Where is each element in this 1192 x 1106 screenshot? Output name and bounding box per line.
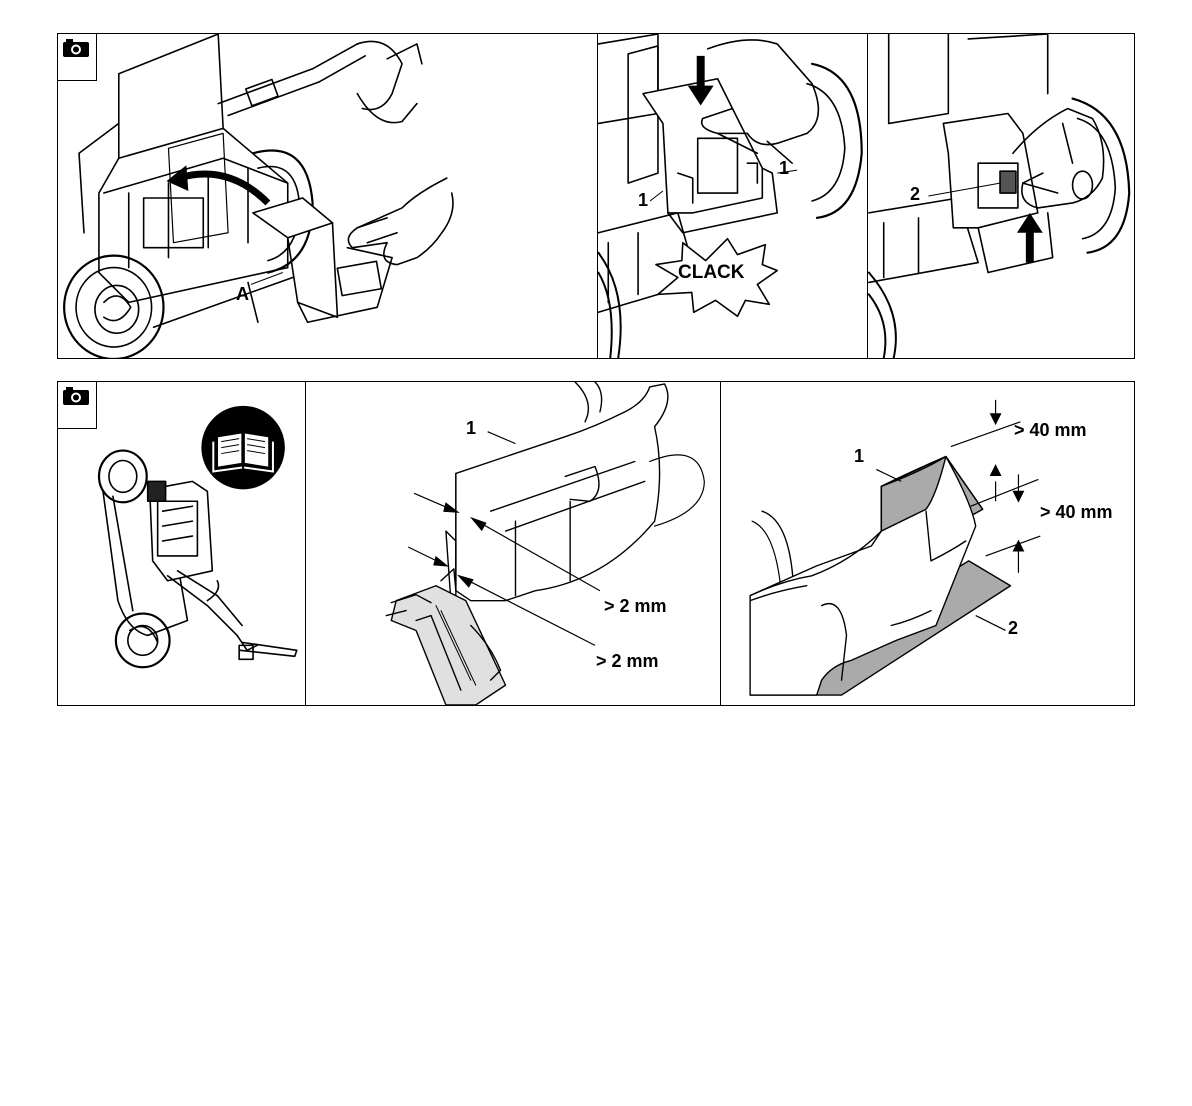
panel-measure-blade-edge: 1 > 2 mm > 2 mm bbox=[306, 382, 721, 705]
mower-rear-illustration bbox=[58, 34, 597, 358]
instruction-row-top: A bbox=[57, 33, 1135, 359]
camera-icon bbox=[63, 387, 89, 405]
dimension-bottom: > 40 mm bbox=[1040, 502, 1113, 523]
dimension-bottom: > 2 mm bbox=[596, 651, 659, 672]
instruction-row-bottom: 1 > 2 mm > 2 mm bbox=[57, 381, 1135, 706]
callout-1-right: 1 bbox=[779, 158, 789, 179]
panel-measure-blade-width: 1 2 > 40 mm > 40 mm bbox=[721, 382, 1136, 705]
tilted-mower-illustration bbox=[58, 382, 305, 705]
panel-lift-flap: 2 bbox=[868, 34, 1136, 358]
callout-a: A bbox=[236, 284, 249, 305]
dimension-top: > 2 mm bbox=[604, 596, 667, 617]
panel-tilt-mower bbox=[58, 382, 306, 705]
callout-2: 2 bbox=[1008, 618, 1018, 639]
open-book-icon bbox=[201, 406, 284, 489]
callout-1: 1 bbox=[854, 446, 864, 467]
camera-icon bbox=[63, 39, 89, 57]
callout-1-left: 1 bbox=[638, 190, 648, 211]
callout-2: 2 bbox=[910, 184, 920, 205]
dimension-top: > 40 mm bbox=[1014, 420, 1087, 441]
camera-badge bbox=[58, 34, 97, 81]
camera-badge bbox=[58, 382, 97, 429]
panel-attach-flap: A bbox=[58, 34, 598, 358]
clack-sound-text: CLACK bbox=[678, 262, 745, 284]
panel-press-flap: 1 1 CLACK bbox=[598, 34, 868, 358]
lift-flap-illustration bbox=[868, 34, 1136, 358]
callout-1: 1 bbox=[466, 418, 476, 439]
